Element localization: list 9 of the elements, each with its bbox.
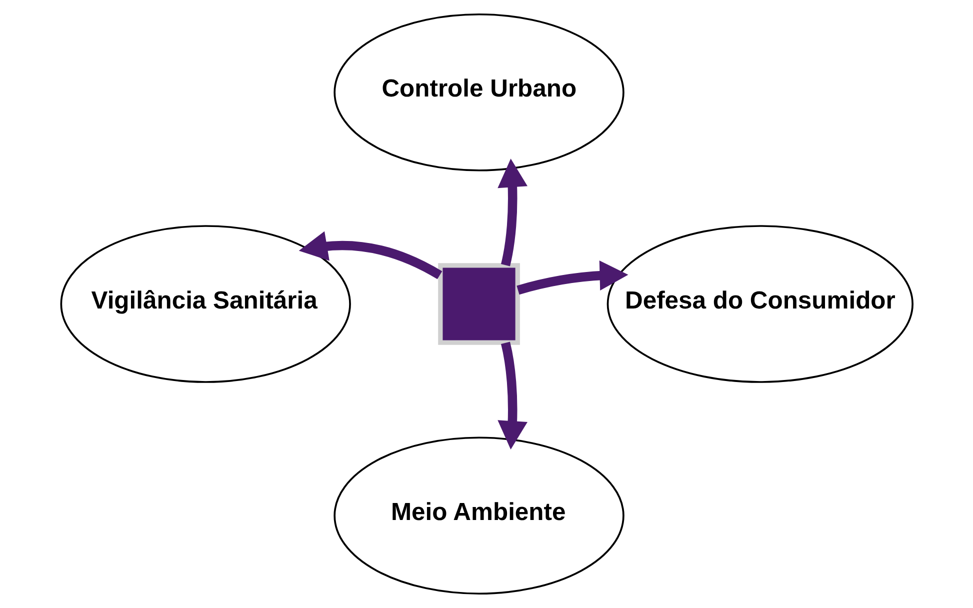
node-ellipse: Meio Ambiente (333, 436, 624, 595)
node-ellipse: Vigilância Sanitária (60, 225, 350, 383)
arrow (516, 260, 628, 295)
node-ellipse: Defesa do Consumidor (606, 225, 913, 383)
arrow (497, 342, 527, 450)
node-cross (438, 263, 520, 345)
arrow (298, 231, 442, 280)
node-ellipse: Controle Urbano (333, 13, 624, 172)
arrow (497, 158, 527, 266)
